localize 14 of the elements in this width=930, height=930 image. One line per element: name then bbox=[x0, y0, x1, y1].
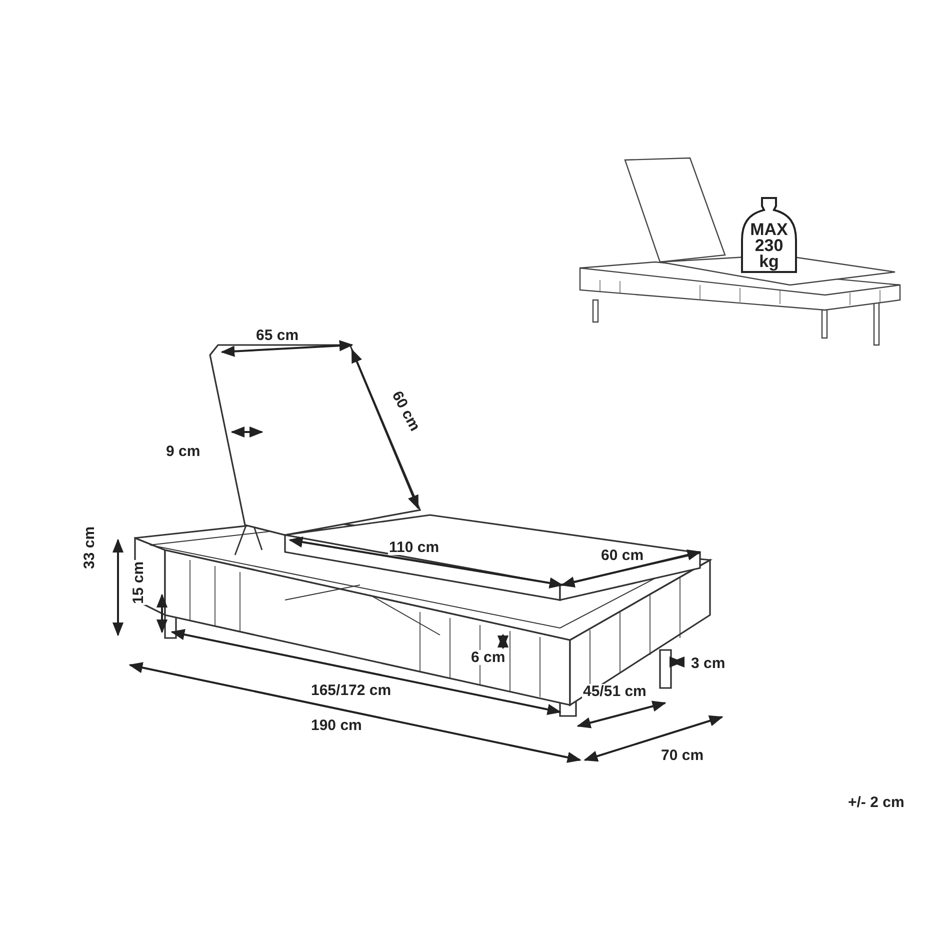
dimension-label: 65 cm bbox=[255, 328, 300, 343]
dimension-label: 110 cm bbox=[388, 540, 440, 555]
dimension-label: 190 cm bbox=[310, 718, 363, 733]
dimension-label: 15 cm bbox=[131, 560, 146, 605]
dimension-label: 33 cm bbox=[82, 525, 97, 570]
tolerance-note: +/- 2 cm bbox=[847, 795, 906, 810]
dimension-label: 70 cm bbox=[660, 748, 705, 763]
dimension-label: 45/51 cm bbox=[582, 684, 648, 699]
dimension-label: 6 cm bbox=[470, 650, 506, 665]
dimension-label: 9 cm bbox=[165, 444, 202, 459]
dimension-label: 165/172 cm bbox=[310, 683, 392, 698]
dimension-label: 60 cm bbox=[600, 548, 645, 563]
weight-limit-label: MAX 230 kg bbox=[749, 222, 789, 270]
dimension-label: 3 cm bbox=[690, 656, 726, 671]
